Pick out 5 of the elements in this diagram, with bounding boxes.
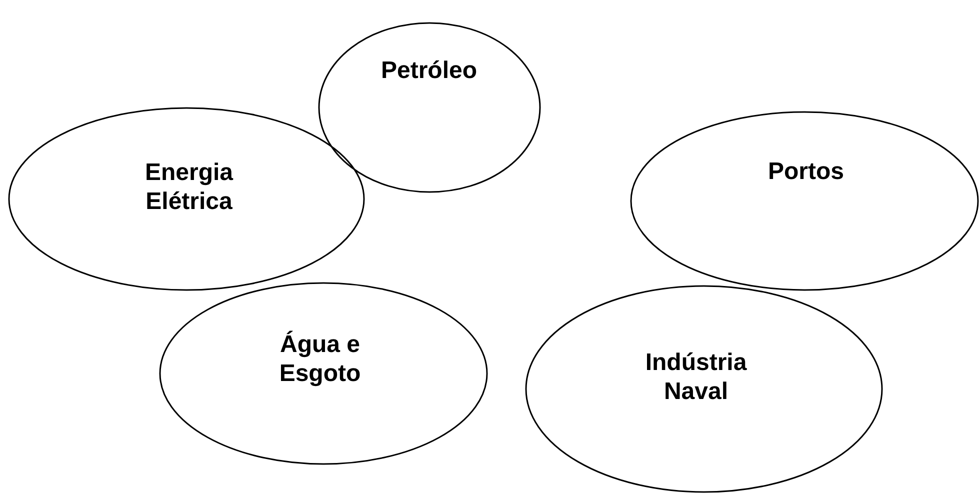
node-label: Energia Elétrica [144,158,234,216]
node-label: Portos [766,157,845,186]
node-label: Petróleo [380,56,478,85]
node-label: Indústria Naval [644,348,748,406]
node-label: Água e Esgoto [278,330,362,388]
